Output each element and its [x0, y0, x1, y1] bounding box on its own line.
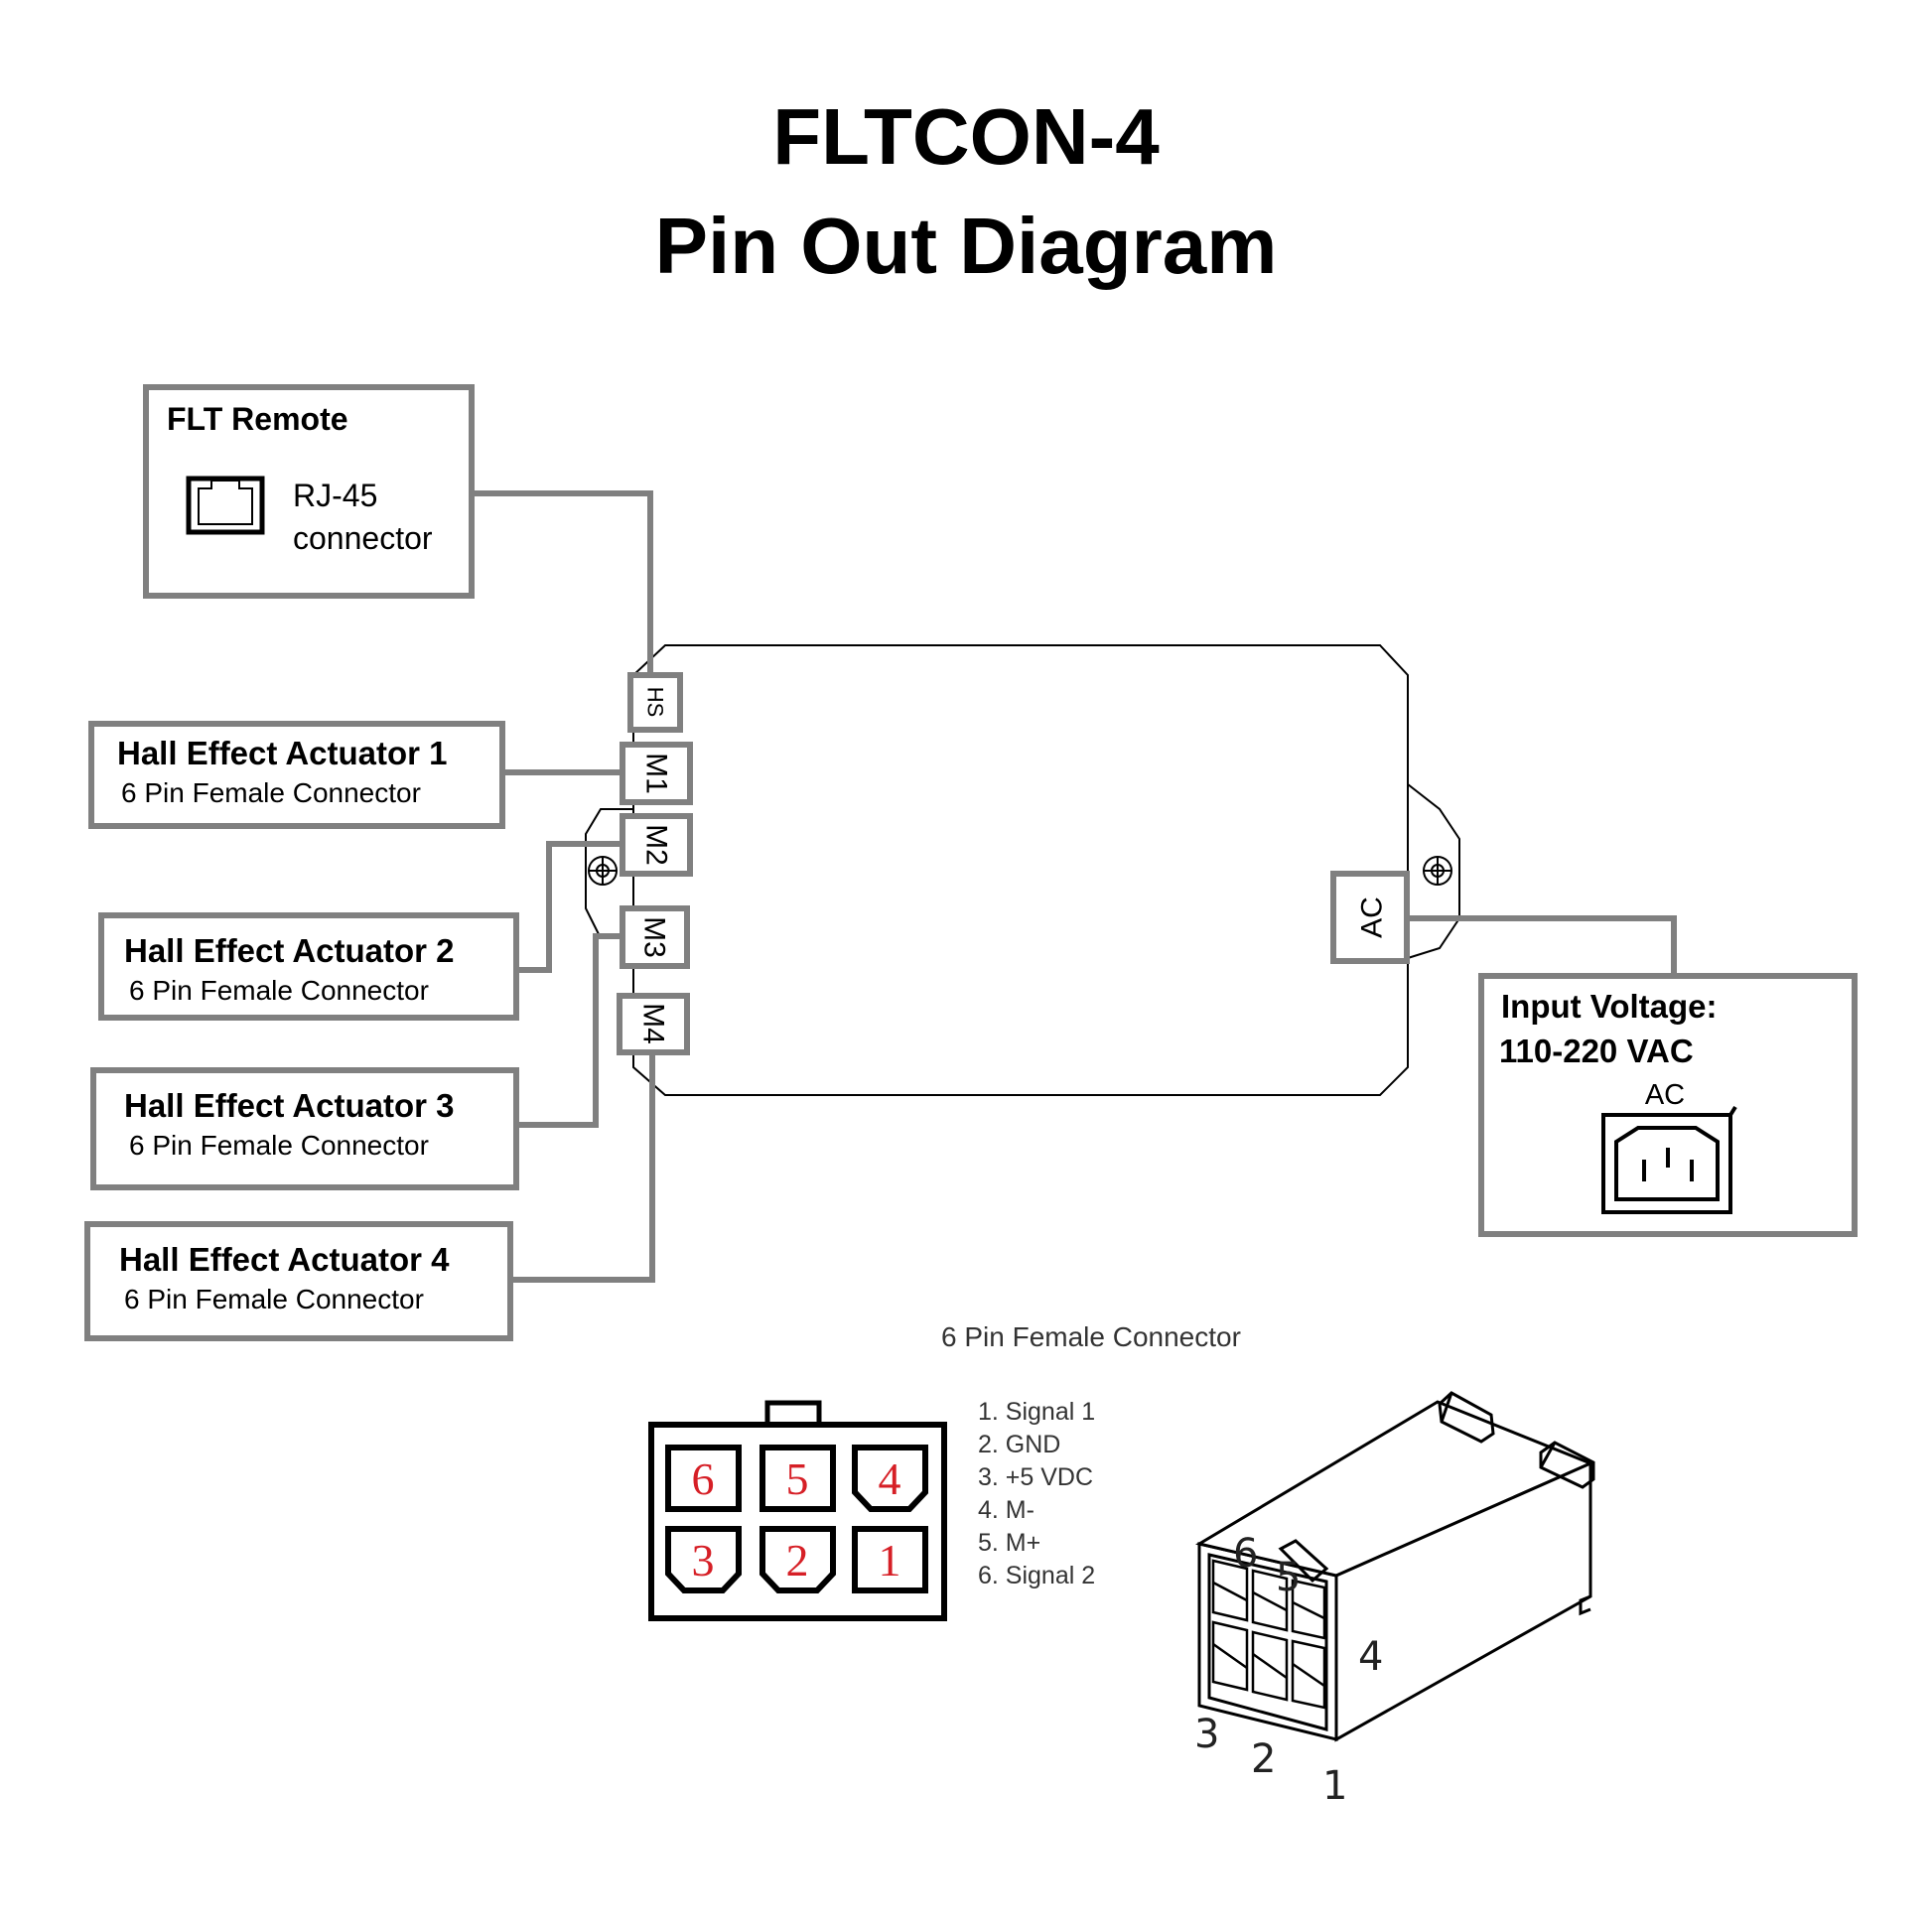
- connector-isometric-view: [1195, 1391, 1595, 1742]
- actuator-1-title: Hall Effect Actuator 1: [117, 735, 448, 771]
- pinout-item-1: 1. Signal 1: [978, 1398, 1095, 1426]
- pinout-item-5: 5. M+: [978, 1529, 1040, 1557]
- port-m2: M2: [620, 813, 693, 877]
- port-m2-label: M2: [640, 824, 673, 866]
- flt-remote-box: FLT Remote RJ-45 connector: [143, 384, 475, 599]
- iso-pin-3: 3: [1194, 1712, 1219, 1757]
- iso-pin-1: 1: [1322, 1763, 1347, 1809]
- ac-socket-label: AC: [1645, 1079, 1685, 1111]
- pin-number-5: 5: [786, 1453, 809, 1504]
- port-m1-label: M1: [640, 753, 673, 794]
- isometric-pin-labels: 6 5 4 3 2 1: [1194, 1531, 1383, 1809]
- controller-body: [585, 644, 1460, 1096]
- wire-remote: [474, 490, 653, 675]
- title-line-2: Pin Out Diagram: [654, 202, 1278, 290]
- flt-remote-title: FLT Remote: [167, 401, 348, 437]
- wire-m2: [518, 841, 622, 973]
- actuator-box-1: Hall Effect Actuator 1 6 Pin Female Conn…: [88, 721, 505, 829]
- actuator-box-4: Hall Effect Actuator 4 6 Pin Female Conn…: [84, 1221, 513, 1341]
- iso-pin-4: 4: [1358, 1634, 1383, 1680]
- actuator-2-subtitle: 6 Pin Female Connector: [129, 975, 429, 1006]
- wires: [474, 490, 1677, 1283]
- title-line-1: FLTCON-4: [772, 92, 1160, 181]
- wire-ac: [1407, 915, 1677, 976]
- port-m4: M4: [617, 993, 690, 1055]
- port-m1: M1: [620, 742, 693, 805]
- actuator-box-3: Hall Effect Actuator 3 6 Pin Female Conn…: [90, 1067, 519, 1190]
- iec-ac-socket-icon: [1601, 1105, 1737, 1214]
- rj45-jack-icon: [186, 476, 265, 535]
- mount-hole-left-icon: [588, 856, 618, 886]
- pin-number-2: 2: [786, 1535, 809, 1586]
- input-voltage-box: Input Voltage: 110-220 VAC AC: [1478, 973, 1858, 1237]
- port-m3-label: M3: [638, 916, 671, 958]
- pin-number-1: 1: [879, 1535, 901, 1586]
- actuator-4-title: Hall Effect Actuator 4: [119, 1241, 450, 1278]
- pin-number-3: 3: [692, 1535, 715, 1586]
- actuator-box-2: Hall Effect Actuator 2 6 Pin Female Conn…: [98, 912, 519, 1021]
- pinout-list: 1. Signal 1 2. GND 3. +5 VDC 4. M- 5. M+…: [978, 1398, 1095, 1589]
- port-ac: AC: [1330, 871, 1410, 964]
- pinout-item-3: 3. +5 VDC: [978, 1463, 1093, 1491]
- rj45-label-2: connector: [293, 520, 433, 556]
- port-hs: HS: [627, 672, 683, 733]
- mount-hole-right-icon: [1423, 856, 1452, 886]
- port-hs-label: HS: [643, 687, 668, 718]
- rj45-label: RJ-45: [293, 478, 377, 513]
- port-m4-label: M4: [637, 1003, 670, 1044]
- port-ac-label: AC: [1356, 897, 1389, 938]
- actuator-3-subtitle: 6 Pin Female Connector: [129, 1130, 429, 1161]
- actuator-4-subtitle: 6 Pin Female Connector: [124, 1284, 424, 1314]
- pin-number-6: 6: [692, 1453, 715, 1504]
- connector-front-view: 6 5 4 3 2 1: [648, 1400, 947, 1621]
- iso-pin-2: 2: [1251, 1736, 1276, 1782]
- input-voltage-title: Input Voltage:: [1501, 988, 1718, 1025]
- actuator-2-title: Hall Effect Actuator 2: [124, 932, 455, 969]
- connector-caption: 6 Pin Female Connector: [941, 1321, 1241, 1352]
- iso-pin-5: 5: [1276, 1555, 1301, 1600]
- input-voltage-range: 110-220 VAC: [1499, 1033, 1694, 1069]
- port-m3: M3: [620, 905, 690, 969]
- wire-m4: [512, 1055, 655, 1283]
- iso-pin-6: 6: [1233, 1531, 1258, 1577]
- pinout-item-6: 6. Signal 2: [978, 1562, 1095, 1589]
- actuator-3-title: Hall Effect Actuator 3: [124, 1087, 455, 1124]
- wire-m3: [518, 933, 622, 1128]
- pinout-item-2: 2. GND: [978, 1431, 1060, 1458]
- pinout-item-4: 4. M-: [978, 1496, 1035, 1524]
- actuator-1-subtitle: 6 Pin Female Connector: [121, 777, 421, 808]
- pin-number-4: 4: [879, 1453, 901, 1504]
